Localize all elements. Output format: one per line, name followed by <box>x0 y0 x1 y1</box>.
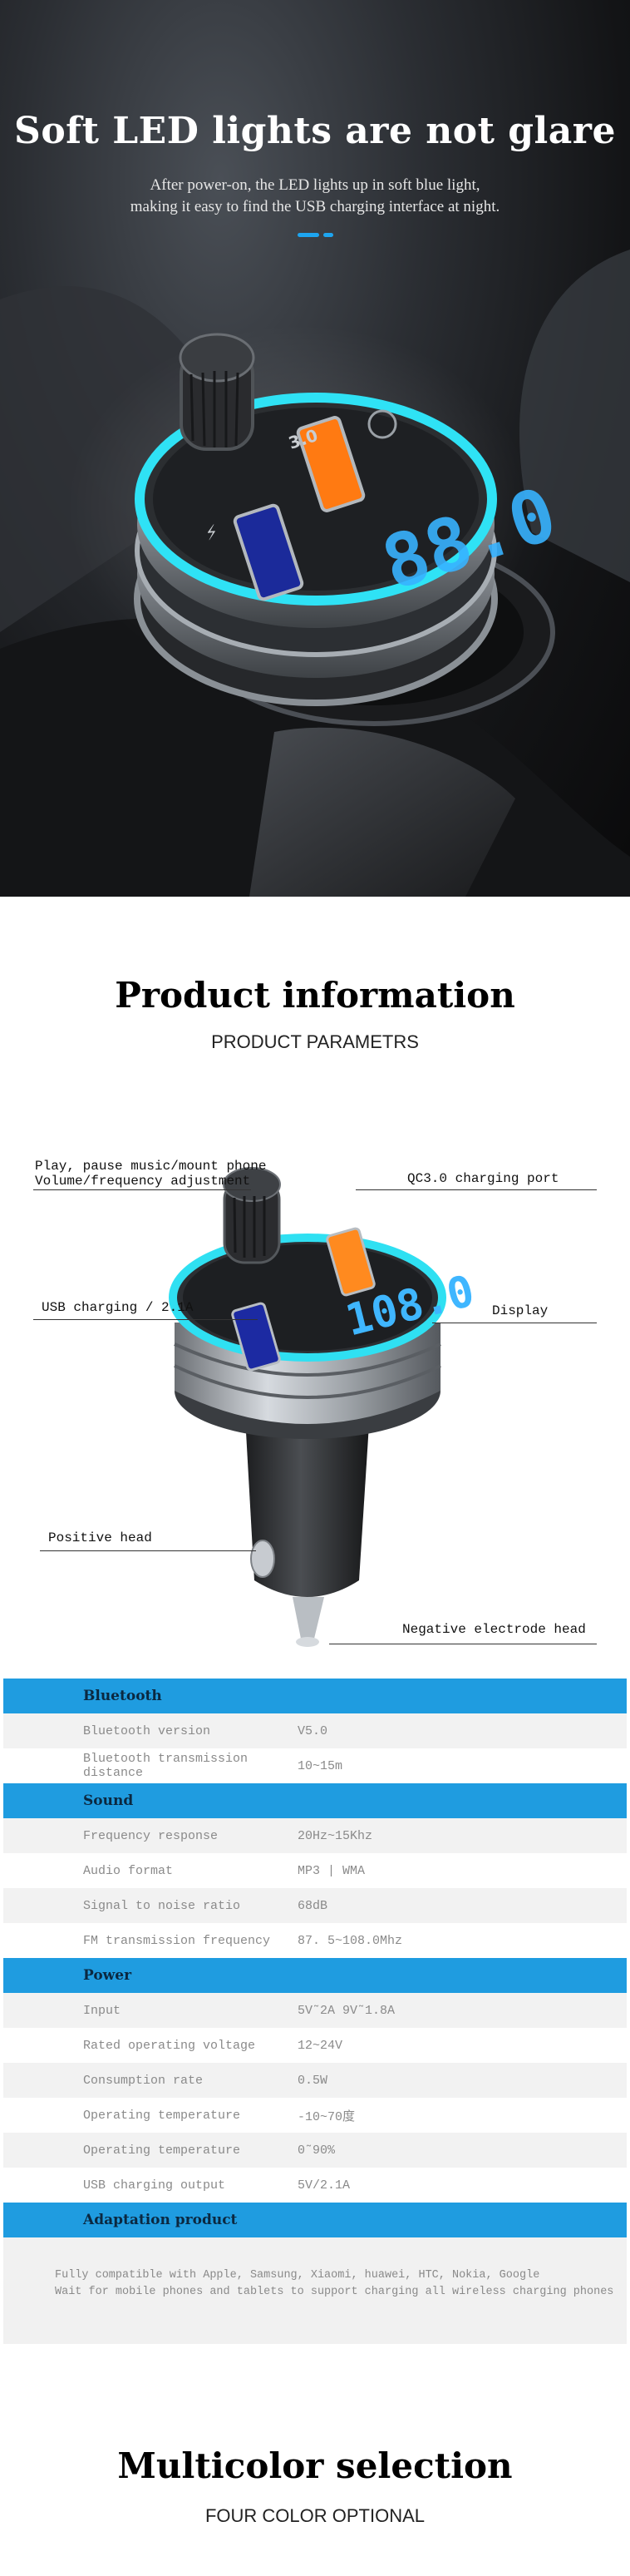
spec-key: Frequency response <box>83 1828 219 1843</box>
table-row: Bluetooth transmission distance 10~15m <box>3 1748 627 1783</box>
label-knob-line-2: Volume/frequency adjustment <box>35 1174 251 1189</box>
table-row: Frequency response 20Hz~15Khz <box>3 1818 627 1853</box>
table-row: Operating temperature 0˜90% <box>3 2133 627 2168</box>
spec-header-sound: Sound <box>3 1783 627 1818</box>
product-info-title: Product information <box>115 975 515 1016</box>
hero-display-digits: 88.0 <box>372 471 566 606</box>
multicolor-title: Multicolor selection <box>117 2445 513 2486</box>
table-row: Audio format MP3 | WMA <box>3 1853 627 1888</box>
spec-value: 10~15m <box>298 1758 343 1773</box>
table-row: Rated operating voltage 12~24V <box>3 2028 627 2063</box>
spec-value: 0˜90% <box>298 2143 336 2158</box>
spec-value: 68dB <box>298 1898 328 1913</box>
table-row: Input 5V˜2A 9V˜1.8A <box>3 1993 627 2028</box>
leader-line-knob <box>33 1189 251 1190</box>
spec-header-power: Power <box>3 1958 627 1993</box>
spec-key: Operating temperature <box>83 2108 241 2123</box>
hero-section: Soft LED lights are not glare After powe… <box>0 0 630 897</box>
hero-device-display: 88.0 3.0 ⚡ <box>203 425 567 607</box>
spec-key: Bluetooth version <box>83 1723 211 1738</box>
spec-header-adaptation: Adaptation product <box>3 2203 627 2237</box>
hero-qc-label: 3.0 <box>286 425 320 453</box>
label-knob-line-1: Play, pause music/mount phone <box>35 1159 267 1174</box>
table-row: USB charging output 5V/2.1A <box>3 2168 627 2203</box>
spec-key: Signal to noise ratio <box>83 1898 241 1913</box>
table-row: Consumption rate 0.5W <box>3 2063 627 2098</box>
spec-key: Bluetooth transmission distance <box>83 1752 249 1780</box>
spec-key: Consumption rate <box>83 2073 204 2088</box>
adaptation-text: Fully compatible with Apple, Samsung, Xi… <box>3 2237 627 2344</box>
label-qc-port: QC3.0 charging port <box>407 1171 559 1186</box>
spec-value: V5.0 <box>298 1723 328 1738</box>
spec-group-power: Input 5V˜2A 9V˜1.8A Rated operating volta… <box>3 1993 627 2203</box>
spec-key: Operating temperature <box>83 2143 241 2158</box>
adaptation-line-2: Wait for mobile phones and tablets to su… <box>55 2286 614 2298</box>
hero-subtitle-line-1: After power-on, the LED lights up in sof… <box>150 176 480 194</box>
label-positive-head: Positive head <box>48 1530 152 1545</box>
adaptation-line-1: Fully compatible with Apple, Samsung, Xi… <box>55 2269 540 2282</box>
multicolor-subtitle: FOUR COLOR OPTIONAL <box>204 2505 426 2526</box>
hero-accent-dash-long <box>298 233 319 237</box>
spec-value: -10~70度 <box>298 2109 356 2124</box>
leader-line-positive-head <box>40 1550 256 1551</box>
spec-key: Rated operating voltage <box>83 2038 256 2053</box>
hero-subtitle-line-2: making it easy to find the USB charging … <box>130 198 500 215</box>
label-usb-charging: USB charging / 2.1A <box>42 1300 194 1315</box>
hero-background-art <box>0 250 630 897</box>
spec-key: Audio format <box>83 1863 174 1878</box>
spec-key: USB charging output <box>83 2178 226 2193</box>
leader-line-usb-charging <box>33 1319 258 1320</box>
spec-value: 0.5W <box>298 2073 328 2088</box>
hero-accent-dash-short <box>323 233 333 237</box>
spec-value: 12~24V <box>298 2038 343 2053</box>
table-row: Operating temperature -10~70度 <box>3 2098 627 2133</box>
spec-value: MP3 | WMA <box>298 1863 366 1878</box>
product-diagram: 108.0 <box>169 1167 479 1647</box>
table-row: Bluetooth version V5.0 <box>3 1713 627 1748</box>
product-info-subtitle: PRODUCT PARAMETRS <box>211 1031 419 1052</box>
spec-header-bluetooth: Bluetooth <box>3 1679 627 1713</box>
spec-value: 20Hz~15Khz <box>298 1828 373 1843</box>
spec-group-bluetooth: Bluetooth version V5.0 Bluetooth transmis… <box>3 1713 627 1783</box>
hero-subtitle: After power-on, the LED lights up in sof… <box>0 175 630 218</box>
hero-usb-charging-icon: ⚡ <box>203 522 222 546</box>
table-row: Signal to noise ratio 68dB <box>3 1888 627 1923</box>
label-negative-head: Negative electrode head <box>402 1622 586 1637</box>
spec-table: Bluetooth Bluetooth version V5.0 Bluetoot… <box>3 1679 627 2344</box>
spec-value: 87. 5~108.0Mhz <box>298 1933 403 1948</box>
hero-title: Soft LED lights are not glare <box>14 110 616 152</box>
leader-line-qc-port <box>356 1189 597 1190</box>
table-row: FM transmission frequency 87. 5~108.0Mhz <box>3 1923 627 1958</box>
label-display: Display <box>492 1303 549 1318</box>
spec-group-sound: Frequency response 20Hz~15Khz Audio forma… <box>3 1818 627 1958</box>
spec-key: Input <box>83 2003 121 2018</box>
spec-value: 5V˜2A 9V˜1.8A <box>298 2003 396 2018</box>
spec-value: 5V/2.1A <box>298 2178 351 2193</box>
spec-key: FM transmission frequency <box>83 1933 271 1948</box>
